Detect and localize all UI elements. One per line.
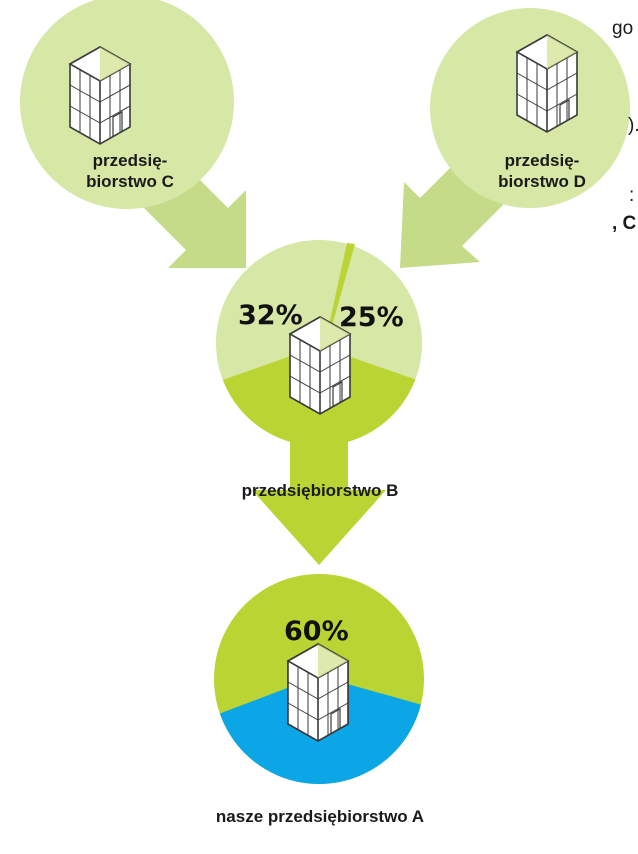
node-c-label-line2: biorstwo C (86, 172, 174, 191)
node-b-label: przedsiębiorstwo B (241, 481, 399, 500)
left-text-fragment-2: ). (628, 115, 638, 136)
node-b-circle (216, 240, 422, 446)
node-d-label: przedsię- biorstwo D (476, 150, 608, 192)
node-a-circle (214, 574, 424, 784)
node-c-circle (20, 0, 234, 209)
node-b-share-from-d: 25% (339, 302, 404, 333)
node-c-label-line1: przedsię- (92, 151, 168, 170)
left-text-fragment-1: go (612, 18, 634, 39)
node-d-label-line2: biorstwo D (498, 172, 586, 191)
node-a-share-from-b: 60% (284, 616, 349, 647)
arrow-b-to-a (252, 440, 386, 565)
left-text-fragment-4: , C (612, 213, 637, 234)
node-a-label: nasze przedsiębiorstwo A (215, 807, 425, 826)
left-text-fragment-3: : (629, 185, 635, 206)
node-c-label: przedsię- biorstwo C (64, 150, 196, 192)
node-b-share-from-c: 32% (238, 300, 303, 331)
node-d-circle (430, 8, 630, 208)
node-d-label-line1: przedsię- (504, 151, 580, 170)
